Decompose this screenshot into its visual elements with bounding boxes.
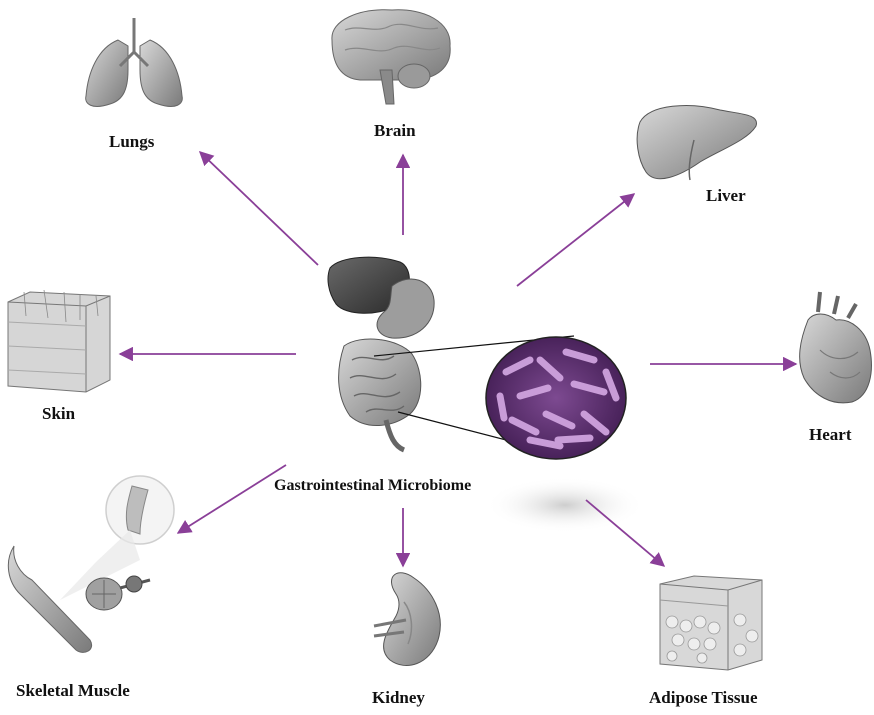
label-brain: Brain [374, 121, 416, 141]
digestive-system-icon [328, 257, 434, 450]
bacteria-micrograph [486, 337, 626, 459]
lungs-icon [86, 18, 183, 106]
brain-icon [332, 10, 450, 104]
label-skin: Skin [42, 404, 75, 424]
arrow-to-lungs [200, 152, 318, 265]
skin-icon [8, 290, 110, 392]
adipose-icon [660, 576, 762, 670]
arrow-to-skeletal-muscle [178, 465, 286, 533]
label-kidney: Kidney [372, 688, 425, 708]
label-skeletal-muscle: Skeletal Muscle [16, 681, 130, 701]
label-heart: Heart [809, 425, 851, 445]
heart-icon [800, 292, 872, 403]
center-title: Gastrointestinal Microbiome [274, 477, 471, 495]
label-liver: Liver [706, 186, 746, 206]
muscle-icon [8, 476, 174, 652]
kidney-icon [374, 573, 440, 666]
liver-icon [637, 106, 756, 180]
arrows [120, 152, 796, 566]
arrow-to-liver [517, 194, 634, 286]
label-lungs: Lungs [109, 132, 154, 152]
label-adipose-tissue: Adipose Tissue [649, 688, 758, 708]
center-shadow [485, 477, 645, 533]
